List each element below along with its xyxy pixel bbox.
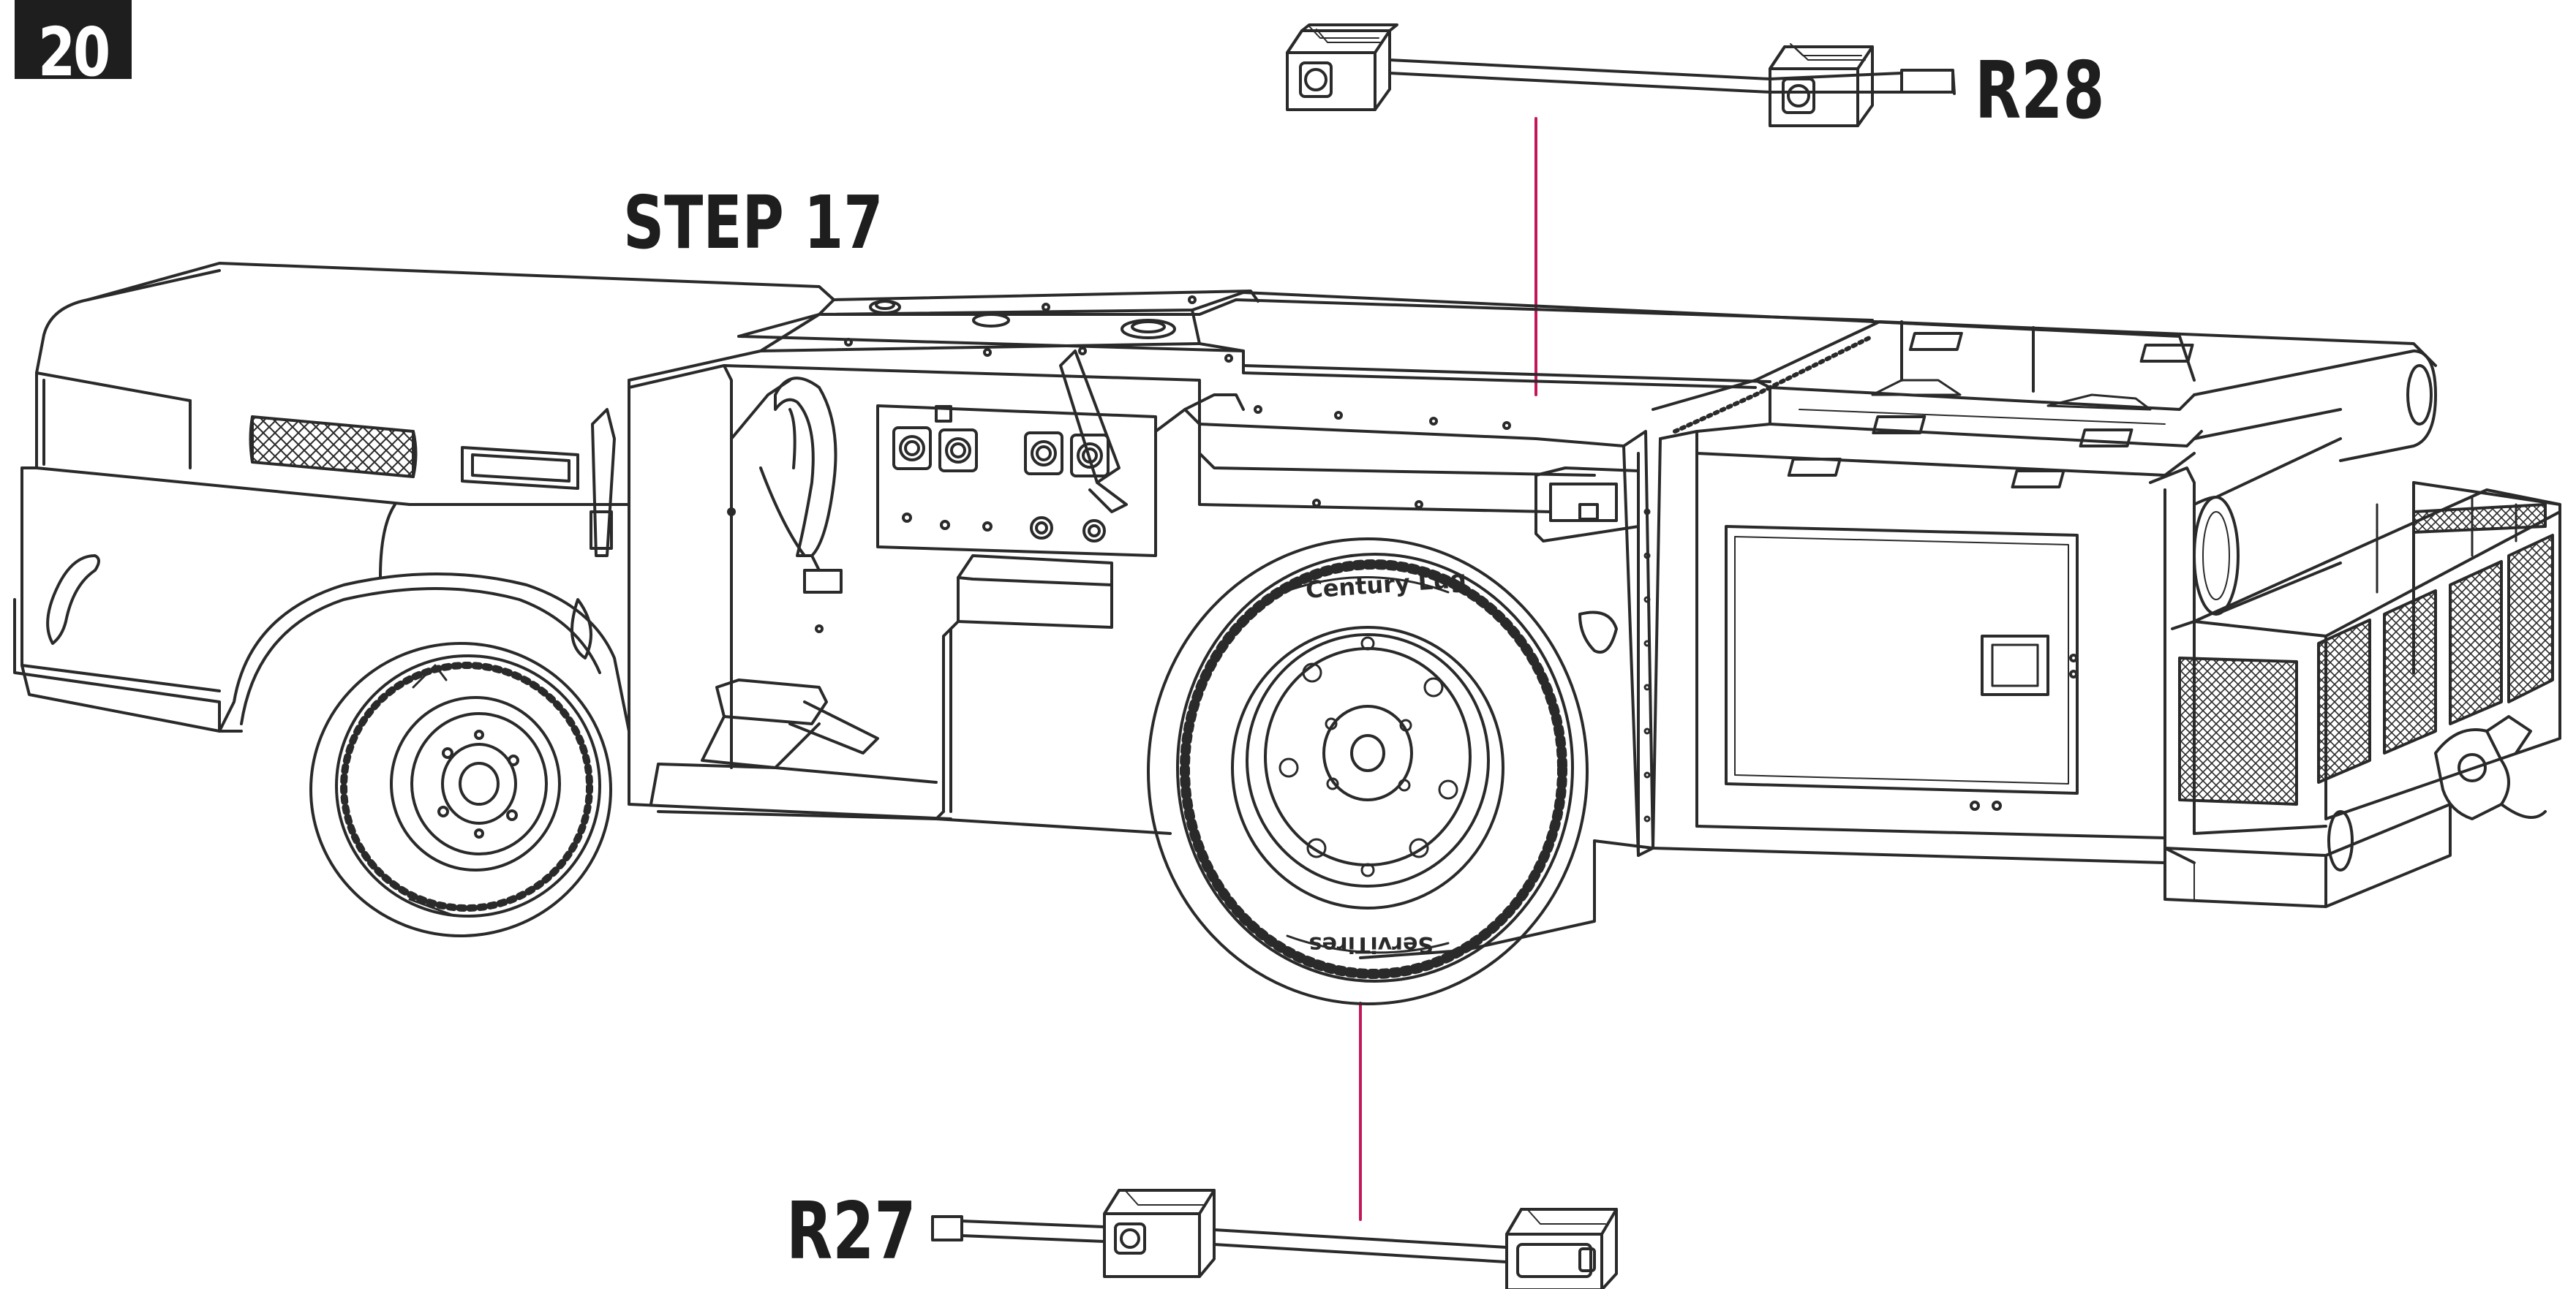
- part-r28-drawing: [1286, 23, 1956, 127]
- part-label-lower: R27: [786, 1186, 916, 1277]
- leader-lines: [1359, 117, 1537, 1221]
- part-label-upper: R28: [1975, 45, 2105, 137]
- step-title: STEP 17: [623, 180, 884, 265]
- front-wheel: [309, 642, 612, 937]
- rear-wheel: Century Lug ServiTires: [1147, 537, 1589, 1005]
- vehicle-body: [13, 262, 2561, 959]
- page-number-badge: 20: [15, 0, 132, 79]
- tyre-brand-bottom: ServiTires: [1309, 931, 1434, 957]
- page-number: 20: [37, 13, 110, 80]
- part-r27-drawing: [931, 1189, 1618, 1289]
